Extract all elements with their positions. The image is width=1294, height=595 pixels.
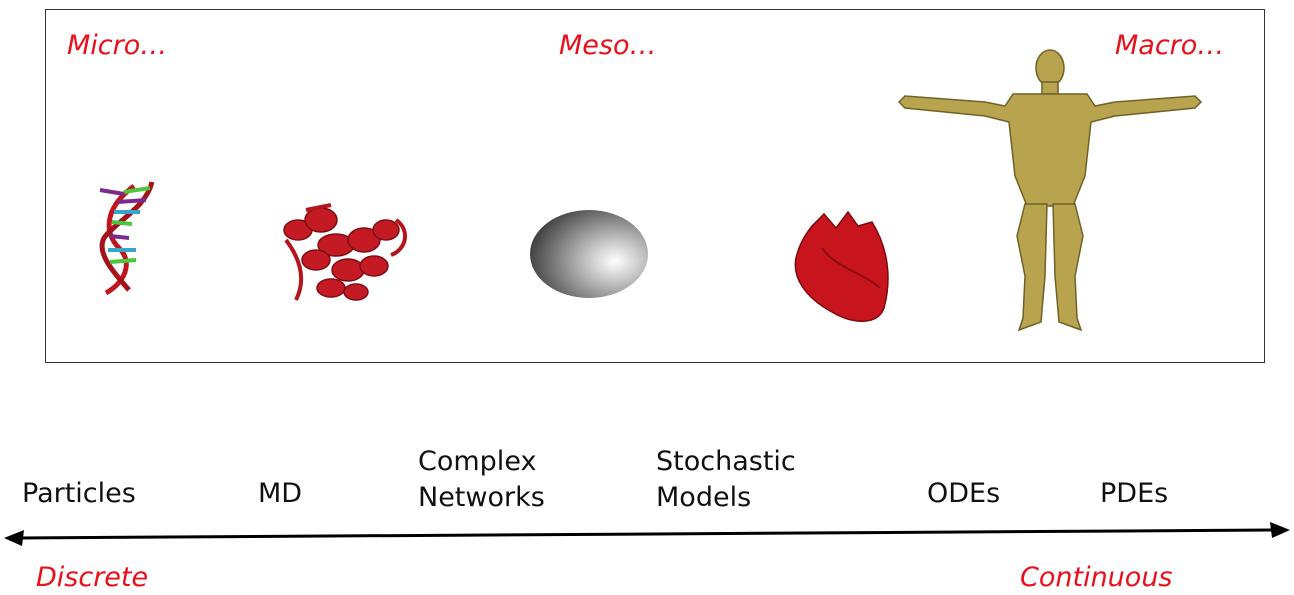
discrete-continuous-axis-arrow [4,522,1290,546]
protein-ribbon-icon [283,203,407,301]
method-stochastic-line2: Models [656,482,752,513]
scale-label-macro: Macro… [1115,30,1225,61]
method-particles: Particles [22,478,136,509]
pole-label-discrete: Discrete [36,562,149,593]
scale-label-meso: Meso… [559,30,657,61]
method-stochastic-line1: Stochastic [656,446,796,477]
sphere-icon [530,210,648,298]
heart-icon [794,210,889,322]
method-md: MD [258,478,303,509]
scale-illustration-frame [45,9,1265,363]
method-pdes: PDEs [1100,478,1169,509]
method-odes: ODEs [927,478,1001,509]
human-body-icon [897,49,1203,332]
method-complex-line1: Complex [418,446,537,477]
method-complex-line2: Networks [418,482,545,513]
pole-label-continuous: Continuous [1020,562,1173,593]
dna-helix-icon [99,181,155,296]
scale-label-micro: Micro… [67,30,168,61]
